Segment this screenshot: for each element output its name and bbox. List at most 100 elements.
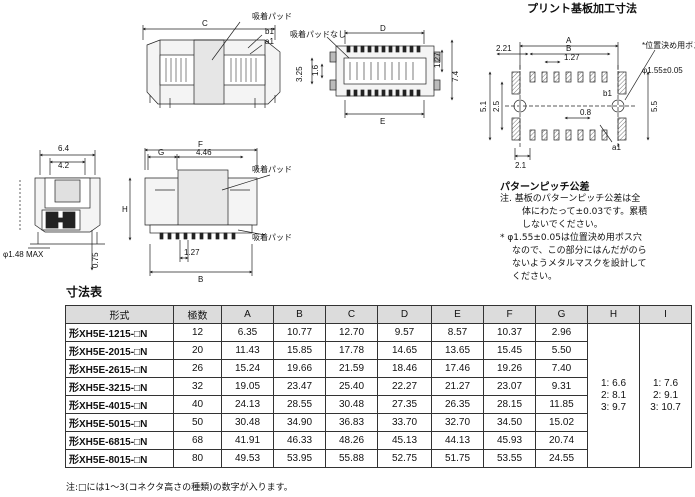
cell-model: 形XH5E-6815-□N bbox=[65, 431, 174, 450]
dim-p-21: 2.1 bbox=[515, 161, 527, 170]
cell-e: 26.35 bbox=[431, 395, 484, 414]
cell-poles: 80 bbox=[173, 449, 222, 468]
cell-g: 11.85 bbox=[535, 395, 588, 414]
cell-f: 53.55 bbox=[483, 449, 536, 468]
cell-g: 5.50 bbox=[535, 341, 588, 360]
cell-c: 48.26 bbox=[325, 431, 378, 450]
cell-e: 44.13 bbox=[431, 431, 484, 450]
cell-i-line: 1: 7.6 bbox=[652, 377, 679, 389]
cell-h-line: 1: 6.6 bbox=[600, 377, 627, 389]
table-row: 形XH5E-8015-□N 80 49.53 53.95 55.88 52.75… bbox=[65, 449, 692, 468]
header-d: D bbox=[377, 305, 432, 324]
dim-p-127: 1.27 bbox=[564, 53, 580, 62]
cell-b: 28.55 bbox=[273, 395, 326, 414]
cell-poles: 32 bbox=[173, 377, 222, 396]
cell-c: 36.83 bbox=[325, 413, 378, 432]
dimension-labels: C 吸着パッド b1 a1 D 吸着パッドなし E 3.25 1.6 1.27 … bbox=[3, 11, 695, 284]
cell-b: 46.33 bbox=[273, 431, 326, 450]
tolerance-note: 注. 基板のパターンピッチ公差は全 体にわたって±0.03です。累積 しないでく… bbox=[500, 193, 692, 284]
dim-f-4-2: 4.2 bbox=[58, 161, 70, 170]
side-view bbox=[128, 148, 271, 276]
header-b: B bbox=[273, 305, 326, 324]
dim-top-e: E bbox=[380, 117, 385, 126]
cell-e: 51.75 bbox=[431, 449, 484, 468]
cell-c: 30.48 bbox=[325, 395, 378, 414]
cell-model: 形XH5E-4015-□N bbox=[65, 395, 174, 414]
cell-model: 形XH5E-1215-□N bbox=[65, 323, 174, 342]
cell-a: 24.13 bbox=[221, 395, 274, 414]
cell-a: 6.35 bbox=[221, 323, 274, 342]
cell-g: 24.55 bbox=[535, 449, 588, 468]
cell-poles: 20 bbox=[173, 341, 222, 360]
dim-s-f: F bbox=[198, 140, 203, 149]
cell-model: 形XH5E-2615-□N bbox=[65, 359, 174, 378]
cell-poles: 50 bbox=[173, 413, 222, 432]
dim-h-3-25: 3.25 bbox=[295, 66, 304, 82]
cell-a: 11.43 bbox=[221, 341, 274, 360]
dim-top-c: C bbox=[202, 19, 208, 28]
cell-model: 形XH5E-2015-□N bbox=[65, 341, 174, 360]
cell-e: 13.65 bbox=[431, 341, 484, 360]
cell-h: 1: 6.6 2: 8.1 3: 9.7 bbox=[587, 323, 640, 468]
cell-f: 19.26 bbox=[483, 359, 536, 378]
cell-b: 34.90 bbox=[273, 413, 326, 432]
isometric-view bbox=[142, 21, 281, 108]
cell-c: 55.88 bbox=[325, 449, 378, 468]
dim-p-a: A bbox=[566, 36, 572, 45]
cell-a: 30.48 bbox=[221, 413, 274, 432]
dim-top-d: D bbox=[380, 24, 386, 33]
cell-a: 41.91 bbox=[221, 431, 274, 450]
tolerance-line: ないようメタルマスクを設計して bbox=[512, 259, 647, 269]
dim-f-075: 0.75 bbox=[91, 252, 100, 268]
cell-f: 45.93 bbox=[483, 431, 536, 450]
dim-p-51: 5.1 bbox=[479, 100, 488, 112]
cell-e: 8.57 bbox=[431, 323, 484, 342]
cell-d: 52.75 bbox=[377, 449, 432, 468]
cell-d: 33.70 bbox=[377, 413, 432, 432]
header-f: F bbox=[483, 305, 536, 324]
cell-i-line: 3: 10.7 bbox=[650, 401, 681, 413]
tolerance-line: 注. 基板のパターンピッチ公差は全 bbox=[500, 194, 641, 204]
dim-s-b: B bbox=[198, 275, 203, 284]
dim-p-08: 0.8 bbox=[580, 108, 592, 117]
table-row: 形XH5E-5015-□N 50 30.48 34.90 36.83 33.70… bbox=[65, 413, 692, 432]
cell-g: 20.74 bbox=[535, 431, 588, 450]
header-h: H bbox=[587, 305, 640, 324]
cell-c: 25.40 bbox=[325, 377, 378, 396]
cell-i-line: 2: 9.1 bbox=[652, 389, 679, 401]
cell-g: 9.31 bbox=[535, 377, 588, 396]
table-header-row: 形式 極数 A B C D E F G H I bbox=[65, 305, 692, 324]
cell-model: 形XH5E-5015-□N bbox=[65, 413, 174, 432]
cell-g: 15.02 bbox=[535, 413, 588, 432]
dim-s-g: G bbox=[158, 148, 164, 157]
cell-model: 形XH5E-3215-□N bbox=[65, 377, 174, 396]
cell-d: 18.46 bbox=[377, 359, 432, 378]
technical-drawings: C 吸着パッド b1 a1 D 吸着パッドなし E 3.25 1.6 1.27 … bbox=[3, 11, 695, 284]
cell-d: 27.35 bbox=[377, 395, 432, 414]
dim-h-7-4: 7.4 bbox=[451, 70, 460, 82]
cell-d: 9.57 bbox=[377, 323, 432, 342]
cell-poles: 26 bbox=[173, 359, 222, 378]
cell-c: 17.78 bbox=[325, 341, 378, 360]
callout-a1: a1 bbox=[265, 37, 274, 46]
cell-model: 形XH5E-8015-□N bbox=[65, 449, 174, 468]
dim-p-b1: b1 bbox=[603, 89, 612, 98]
cell-a: 19.05 bbox=[221, 377, 274, 396]
callout-b1: b1 bbox=[265, 27, 274, 36]
dim-p-55: 5.5 bbox=[650, 100, 659, 112]
cell-h-line: 2: 8.1 bbox=[600, 389, 627, 401]
dim-f-148: φ1.48 MAX bbox=[3, 250, 44, 259]
tolerance-line: * φ1.55±0.05は位置決め用ボス穴 bbox=[500, 233, 642, 243]
cell-d: 14.65 bbox=[377, 341, 432, 360]
callout-top-nopad: 吸着パッドなし bbox=[290, 29, 346, 39]
cell-b: 23.47 bbox=[273, 377, 326, 396]
cell-d: 22.27 bbox=[377, 377, 432, 396]
cell-f: 10.37 bbox=[483, 323, 536, 342]
cell-poles: 12 bbox=[173, 323, 222, 342]
callout-side-pad1: 吸着パッド bbox=[252, 164, 292, 174]
header-poles: 極数 bbox=[173, 305, 222, 324]
table-note: 注:□には1～3(コネクタ高さの種類)の数字が入ります。 bbox=[66, 483, 293, 493]
cell-g: 2.96 bbox=[535, 323, 588, 342]
cell-f: 15.45 bbox=[483, 341, 536, 360]
dimension-table: 形式 極数 A B C D E F G H I 形XH5E-1215-□N 12… bbox=[65, 305, 692, 468]
